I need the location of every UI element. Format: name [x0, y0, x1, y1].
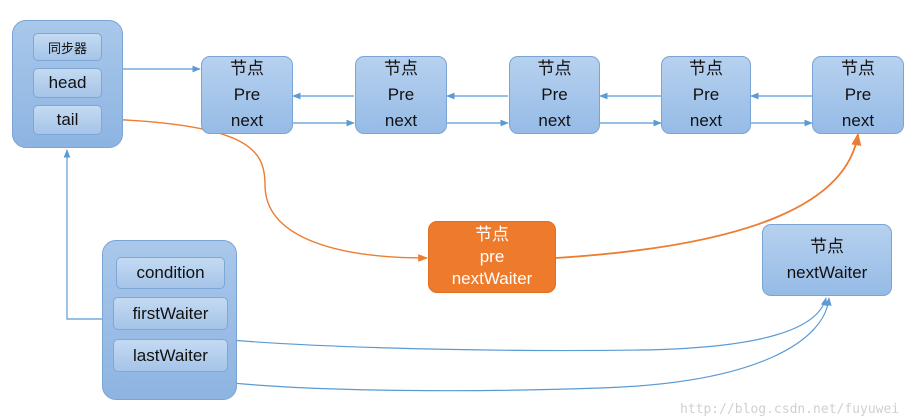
node-next: next: [689, 111, 723, 130]
node-title: 节点: [537, 59, 572, 78]
queue-node: 节点 Pre next: [661, 56, 751, 134]
wait-node-title: 节点: [810, 237, 844, 256]
head-field: head: [33, 68, 102, 98]
condition-field: condition: [116, 257, 225, 289]
node-next: next: [384, 111, 418, 130]
node-next: next: [230, 111, 264, 130]
node-title: 节点: [841, 59, 875, 78]
last-waiter-field: lastWaiter: [113, 339, 228, 372]
wait-node-next-waiter: nextWaiter: [786, 263, 868, 282]
tail-to-new-node-arrow: [105, 118, 428, 262]
synchronizer-title: 同步器: [33, 33, 102, 61]
node-next: next: [841, 111, 875, 130]
new-node-next-waiter: nextWaiter: [451, 269, 533, 288]
queue-node: 节点 Pre next: [812, 56, 904, 134]
queue-node: 节点 Pre next: [509, 56, 600, 134]
wait-node: 节点 nextWaiter: [762, 224, 892, 296]
watermark: http://blog.csdn.net/fuyuwei: [680, 402, 900, 417]
condition-to-sync-arrow: [63, 149, 102, 320]
node-pre: Pre: [387, 85, 415, 104]
condition-panel: condition firstWaiter lastWaiter: [102, 240, 237, 400]
node-title: 节点: [230, 59, 264, 78]
node-title: 节点: [689, 59, 723, 78]
node-pre: Pre: [233, 85, 261, 104]
node-pre: Pre: [844, 85, 872, 104]
new-node-to-last-node-arrow: [555, 132, 862, 259]
synchronizer-panel: 同步器 head tail: [12, 20, 123, 148]
queue-node: 节点 Pre next: [201, 56, 293, 134]
tail-field: tail: [33, 105, 102, 135]
node-pre: Pre: [541, 85, 568, 104]
node-pre: Pre: [692, 85, 720, 104]
node-title: 节点: [384, 59, 418, 78]
new-node: 节点 pre nextWaiter: [428, 221, 556, 293]
node-next: next: [538, 111, 571, 130]
new-node-pre: pre: [479, 247, 505, 266]
new-node-title: 节点: [475, 225, 509, 244]
first-waiter-arrow: [169, 297, 828, 352]
first-waiter-field: firstWaiter: [113, 297, 228, 330]
last-waiter-arrow: [169, 297, 832, 392]
queue-node: 节点 Pre next: [355, 56, 447, 134]
